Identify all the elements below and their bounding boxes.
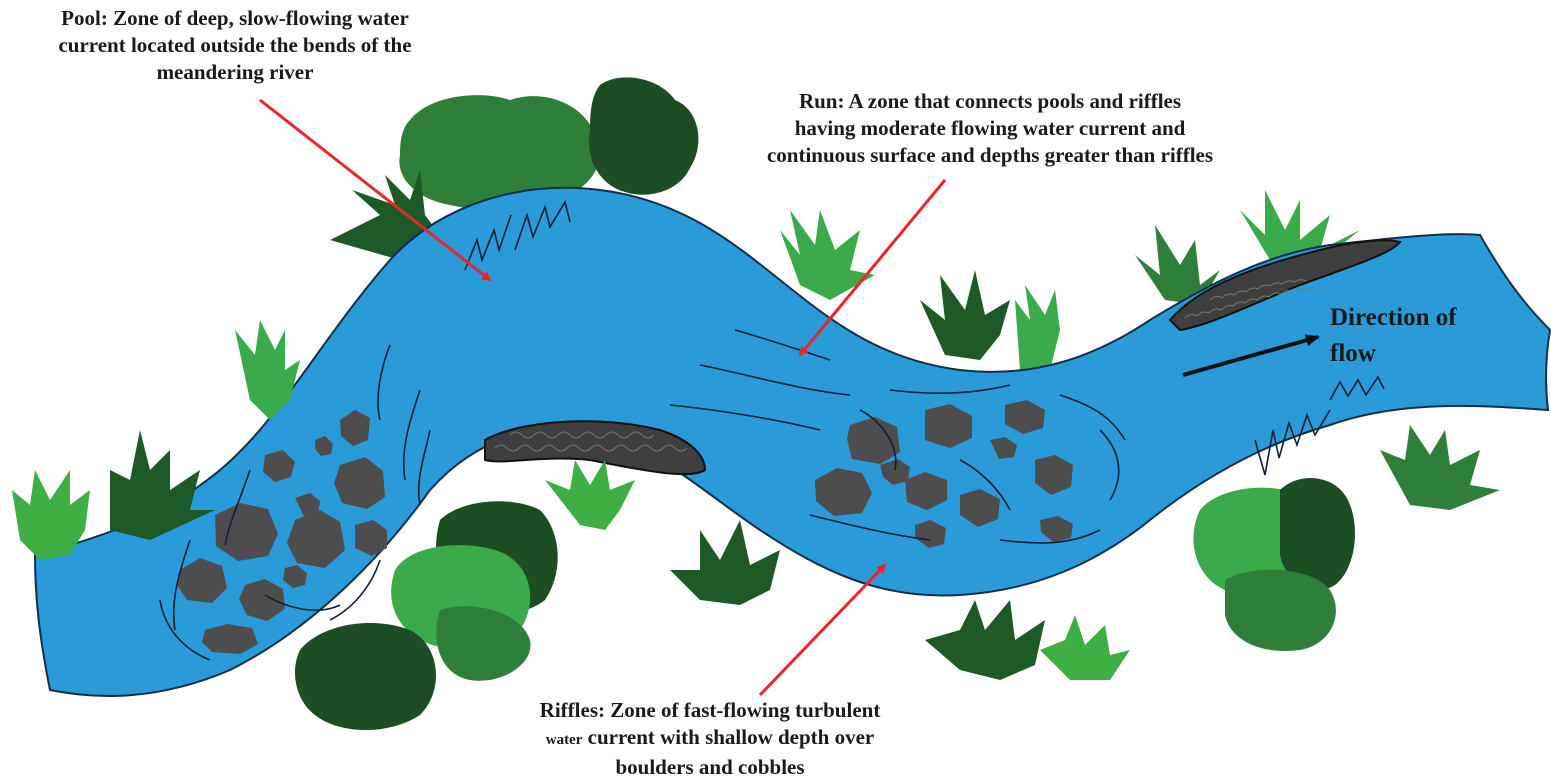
riffles-label-line2: water current with shallow depth over	[490, 724, 930, 754]
bush-top-left-2	[589, 77, 698, 194]
flow-label-line2: flow	[1330, 336, 1530, 372]
pool-label-line2: current located outside the bends of the	[0, 32, 470, 59]
riffles-label-line1: Riffles: Zone of fast-flowing turbulent	[490, 697, 930, 724]
riffles-label-line2-rest: current with shallow depth over	[582, 725, 874, 749]
run-label-line2: having moderate flowing water current an…	[700, 115, 1280, 142]
pool-label-line1: Pool: Zone of deep, slow-flowing water	[0, 5, 470, 32]
flow-direction-label: Direction of flow	[1330, 300, 1530, 372]
pool-label: Pool: Zone of deep, slow-flowing water c…	[0, 5, 470, 86]
riffles-pointer-arrow	[760, 565, 885, 695]
riffles-label-line3: boulders and cobbles	[490, 754, 930, 781]
riffles-label: Riffles: Zone of fast-flowing turbulent …	[490, 697, 930, 781]
flow-label-line1: Direction of	[1330, 300, 1530, 336]
run-label: Run: A zone that connects pools and riff…	[700, 88, 1280, 169]
grass-tuft-3	[1015, 285, 1060, 370]
run-label-line1: Run: A zone that connects pools and riff…	[700, 88, 1280, 115]
grass-tuft-1	[780, 210, 875, 300]
pool-label-line3: meandering river	[0, 59, 470, 86]
riffles-label-line2-small: water	[546, 732, 583, 748]
grass-bottom-mid-1	[545, 460, 635, 530]
run-label-line3: continuous surface and depths greater th…	[700, 142, 1280, 169]
grass-tuft-2	[920, 270, 1010, 360]
grass-bottom-mid-3	[925, 600, 1045, 680]
grass-bottom-mid-4	[1040, 615, 1130, 680]
grass-right-1	[1380, 425, 1500, 510]
bush-bottom-4	[295, 623, 436, 730]
bush-right-3	[1225, 570, 1336, 651]
